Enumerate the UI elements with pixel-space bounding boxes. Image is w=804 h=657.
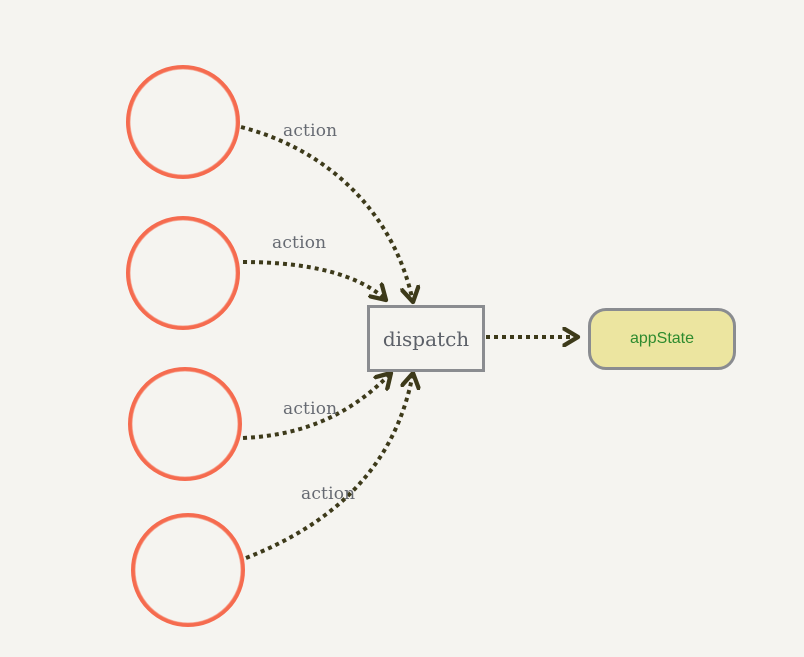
source-node-4 xyxy=(131,513,245,627)
appstate-label: appState xyxy=(629,330,695,347)
source-node-3 xyxy=(128,367,242,481)
dispatch-node: dispatch xyxy=(367,305,485,372)
edge-label-4: action xyxy=(301,484,356,504)
appstate-node: appState xyxy=(588,308,736,370)
edge-label-2: action xyxy=(272,233,327,253)
source-node-2 xyxy=(126,216,240,330)
action-edge-2 xyxy=(242,260,386,300)
action-edge-4 xyxy=(245,373,413,560)
action-edge-3 xyxy=(242,373,391,440)
source-node-1 xyxy=(126,65,240,179)
dispatch-label: dispatch xyxy=(382,326,470,351)
action-edge-1 xyxy=(240,125,413,302)
edge-label-3: action xyxy=(283,399,338,419)
edge-label-1: action xyxy=(283,121,338,141)
